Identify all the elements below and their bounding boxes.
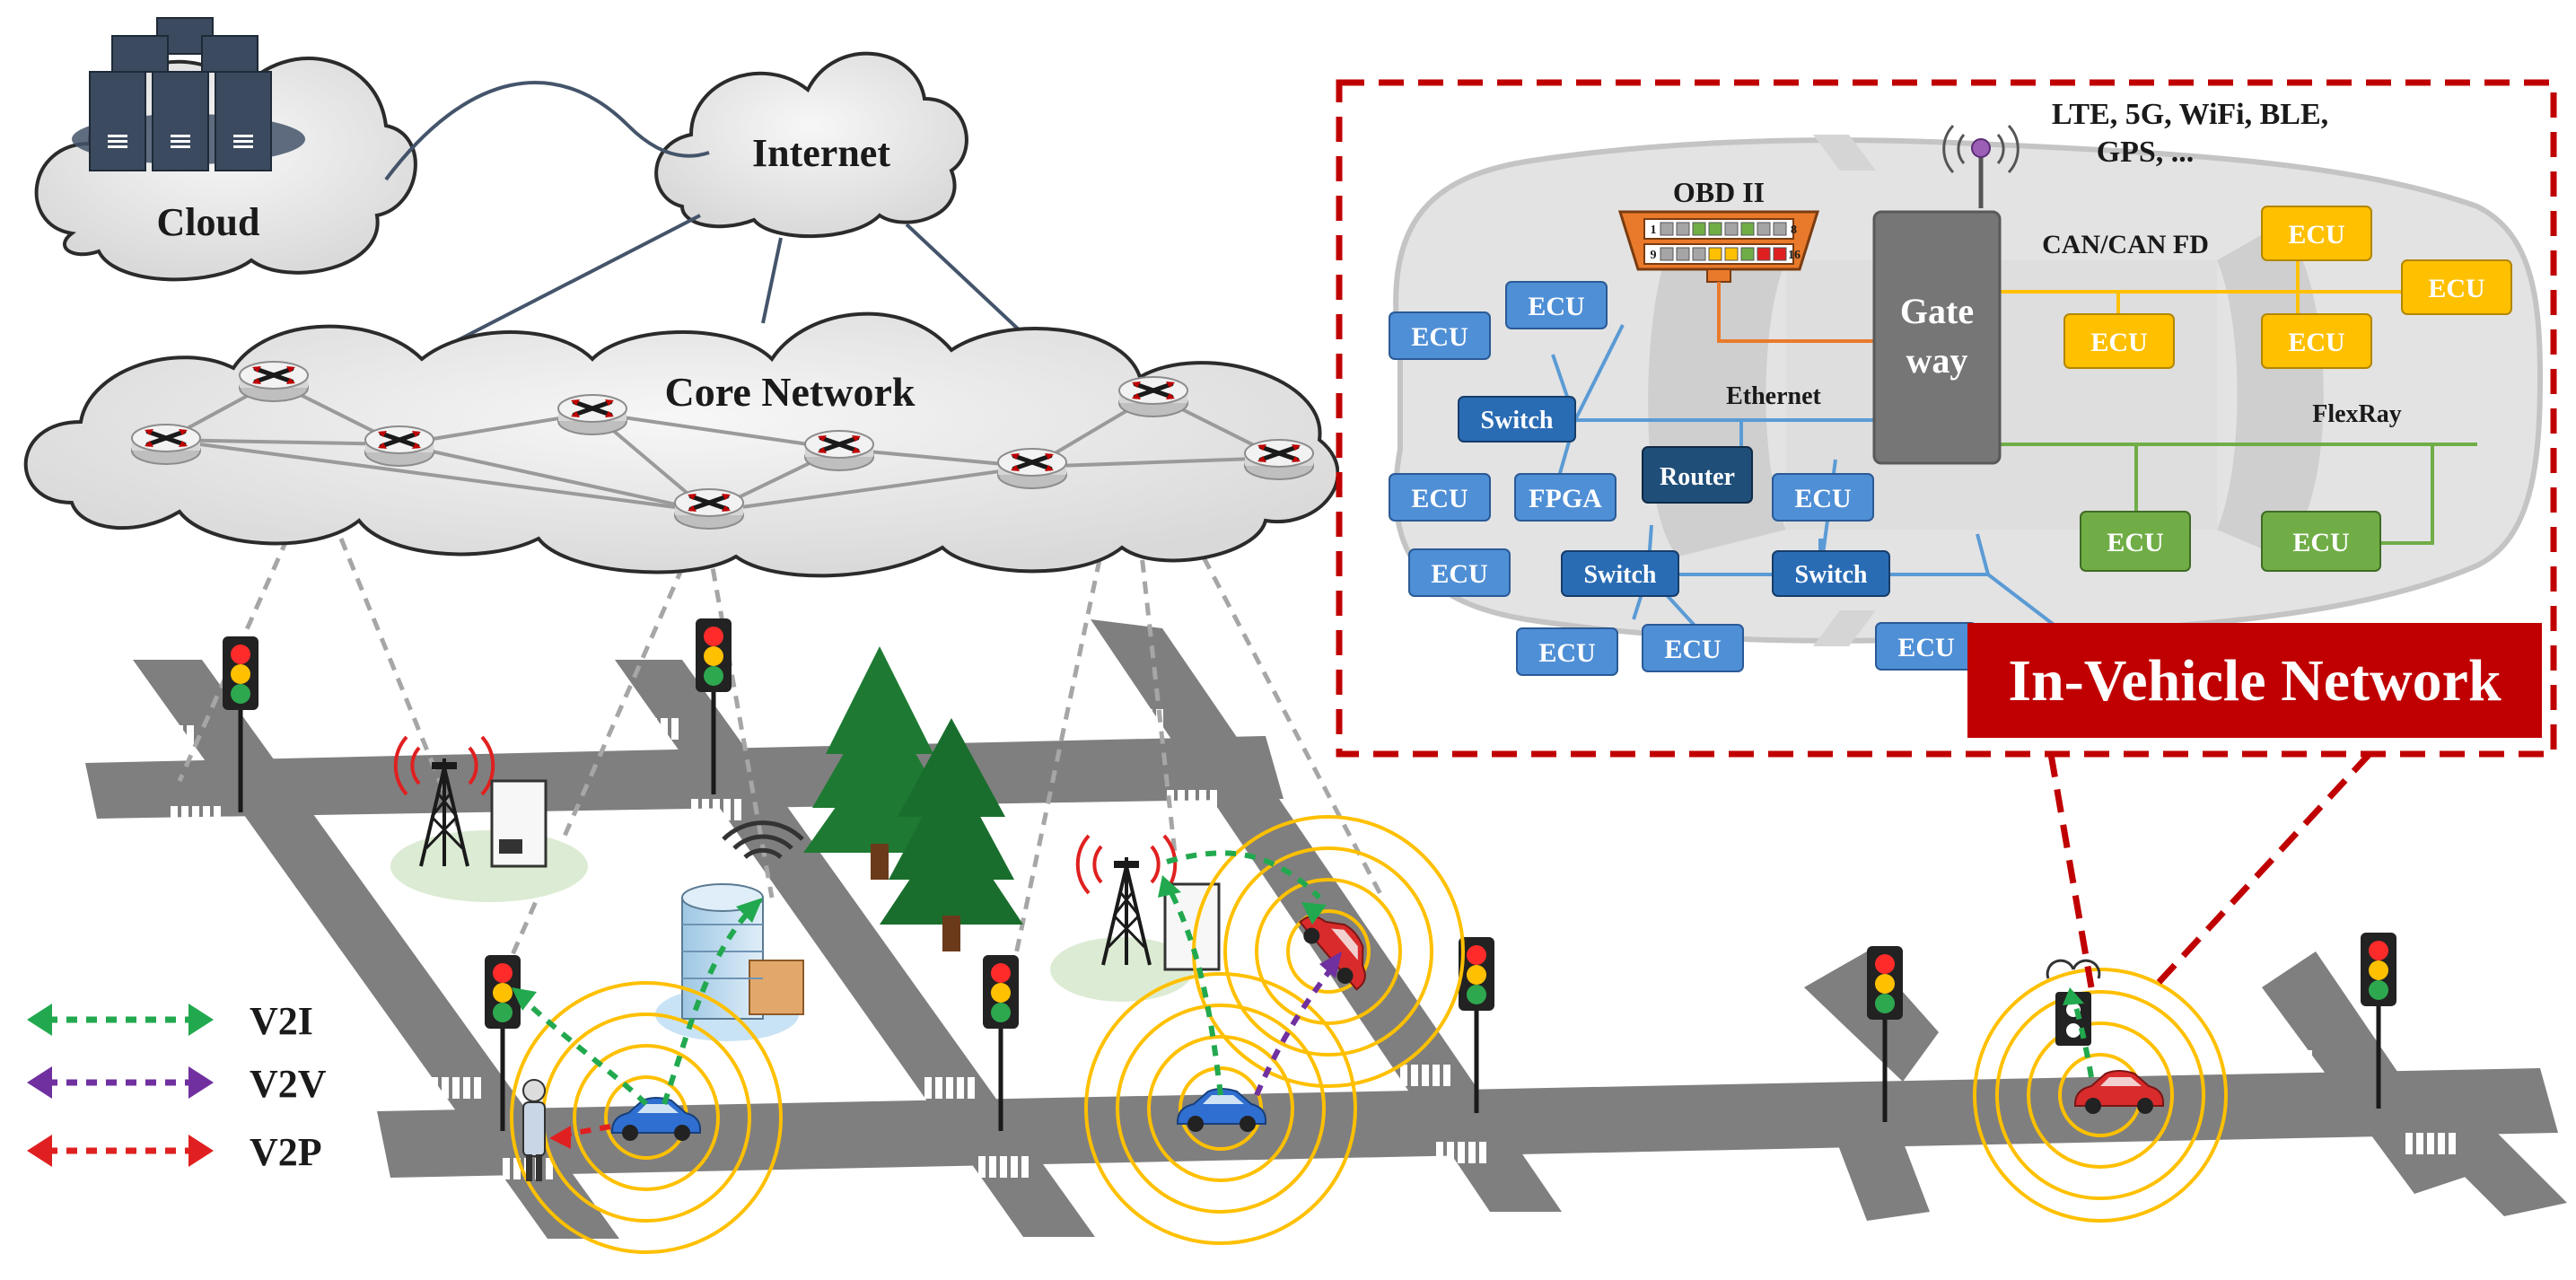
rsu-1: [390, 735, 588, 902]
road-diagonal-6: [1831, 1118, 1930, 1221]
router-label: Router: [1660, 463, 1735, 491]
ivn-title: In-Vehicle Network: [2008, 648, 2502, 714]
switch-label: Switch: [1795, 561, 1868, 589]
in-vehicle-network-panel: LTE, 5G, WiFi, BLE, GPS, ... OBD II 1 8 …: [1336, 79, 2557, 990]
ecu-yellow-2: ECU: [2401, 259, 2512, 315]
ecu-blue-4: ECU: [1772, 473, 1874, 522]
legend-v2v: V2V: [27, 1062, 327, 1106]
cloud-label: Cloud: [157, 200, 260, 244]
switch-3: Switch: [1772, 550, 1890, 597]
antenna-icon: [1942, 124, 2020, 208]
ecu-yellow-4: ECU: [2261, 313, 2372, 369]
ecu-label: ECU: [2288, 220, 2344, 250]
ecu-label: ECU: [1664, 635, 1721, 664]
flexray-bus: [2000, 443, 2477, 545]
ecu-blue-6: ECU: [1516, 627, 1618, 676]
can-label: CAN/CAN FD: [2042, 230, 2209, 259]
legend-label-v2p: V2P: [250, 1130, 322, 1174]
obd-connector-icon: 1 8 9 16: [1617, 210, 1820, 283]
switch-2: Switch: [1561, 550, 1679, 597]
ecu-label: ECU: [1411, 484, 1468, 513]
cloud-core-network: Core Network: [23, 311, 1340, 578]
switch-1: Switch: [1458, 396, 1576, 443]
obd-pin-8: 8: [1791, 224, 1797, 237]
legend-v2i: V2I: [27, 999, 313, 1043]
switch-label: Switch: [1584, 561, 1657, 589]
v2x-links: [518, 850, 2094, 1138]
wifi-icon: [722, 820, 804, 859]
ecu-blue-2: ECU: [1505, 281, 1608, 329]
ethernet-label: Ethernet: [1726, 382, 1821, 410]
road-network: [85, 619, 2567, 1239]
road-diagonal-1: [133, 660, 619, 1239]
server-rack-icon: [89, 17, 272, 171]
ecu-yellow-1: ECU: [2261, 206, 2372, 261]
internet-label: Internet: [752, 131, 890, 175]
ecu-blue-1: ECU: [1389, 311, 1491, 360]
ivn-title-box: In-Vehicle Network: [1967, 623, 2542, 738]
ecu-label: ECU: [2428, 274, 2484, 303]
road-diagonal-3: [1091, 619, 1562, 1212]
legend-v2p: V2P: [27, 1130, 322, 1174]
trees: [803, 646, 1023, 951]
v2x-arrowheads: [512, 875, 2084, 1149]
gateway-box: [1872, 210, 2002, 465]
legend-label-v2v: V2V: [250, 1062, 327, 1106]
obd-label: OBD II: [1673, 176, 1765, 208]
ecu-blue-3: ECU: [1389, 473, 1491, 522]
gateway-label-line1: Gate: [1900, 291, 1974, 331]
cloud-interconnects: [384, 81, 1052, 370]
core-network-label: Core Network: [665, 369, 916, 415]
ecu-label: ECU: [1538, 638, 1595, 668]
ecu-label: ECU: [2292, 528, 2349, 557]
cloud-internet: Internet: [654, 51, 968, 239]
cloud-storage: Cloud: [34, 17, 417, 282]
switch-label: Switch: [1481, 407, 1554, 434]
ecu-green-2: ECU: [2261, 511, 2381, 572]
ecu-label: ECU: [1794, 484, 1851, 513]
fpga-label: FPGA: [1529, 484, 1602, 513]
ecu-blue-8: ECU: [1875, 622, 1977, 671]
obd-pin-9: 9: [1651, 249, 1657, 262]
ecu-label: ECU: [1411, 322, 1468, 352]
gateway-label-line2: way: [1906, 340, 1968, 381]
ecu-blue-5: ECU: [1408, 548, 1511, 597]
ecu-label: ECU: [2107, 528, 2163, 557]
legend: V2I V2V V2P: [27, 999, 327, 1174]
ecu-label: ECU: [2288, 328, 2344, 357]
wireless-tech-line1: LTE, 5G, WiFi, BLE,: [2052, 98, 2328, 131]
legend-label-v2i: V2I: [250, 999, 313, 1043]
ecu-label: ECU: [1528, 292, 1584, 321]
wireless-tech-line2: GPS, ...: [2097, 136, 2195, 169]
pedestrian: [522, 1079, 546, 1181]
ecu-label: ECU: [1897, 633, 1954, 662]
router-box: Router: [1642, 446, 1753, 504]
rsu-2: [1050, 834, 1221, 1002]
ecu-label: ECU: [1431, 559, 1487, 589]
smart-building: [655, 820, 804, 1041]
flexray-label: FlexRay: [2312, 400, 2402, 428]
ecu-green-1: ECU: [2080, 511, 2191, 572]
ecu-label: ECU: [2090, 328, 2147, 357]
obd-pin-16: 16: [1788, 249, 1801, 262]
obd-link: [1717, 282, 1874, 343]
ecu-blue-7: ECU: [1642, 624, 1744, 672]
road-diagonal-7: [2405, 1113, 2567, 1216]
ecu-yellow-3: ECU: [2063, 313, 2175, 369]
obd-pin-1: 1: [1651, 224, 1657, 237]
fpga: FPGA: [1514, 473, 1617, 522]
wireless-rings: [510, 815, 2228, 1254]
